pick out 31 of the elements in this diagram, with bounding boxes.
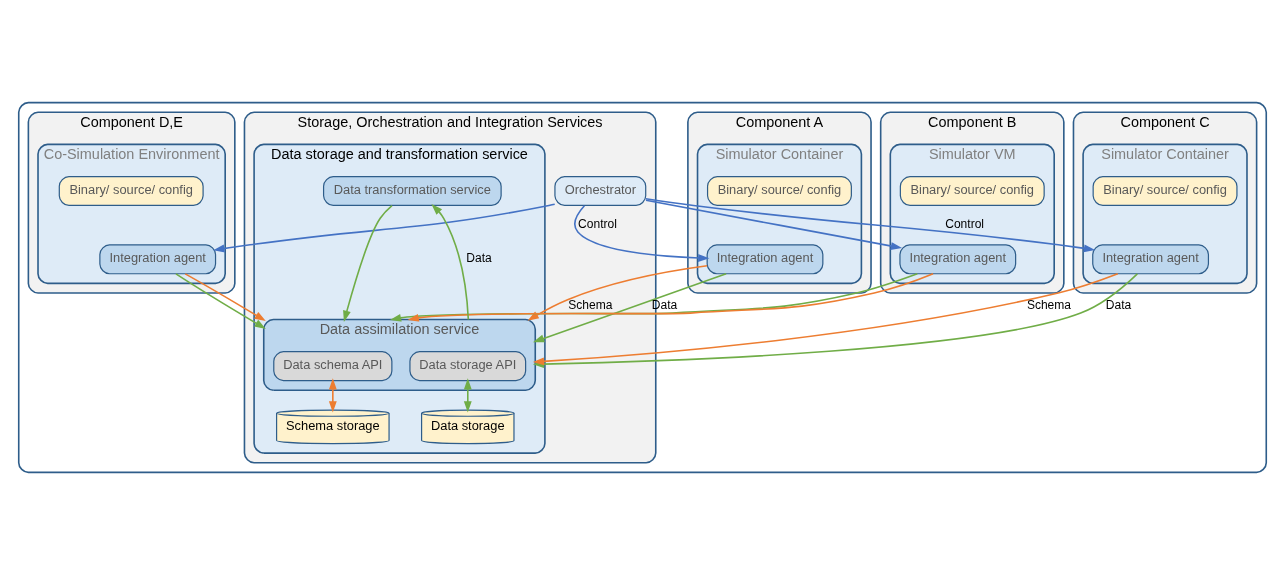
node-box: Data storage API bbox=[409, 351, 527, 382]
node-box: Binary/ source/ config bbox=[58, 175, 204, 207]
edge-label: Control bbox=[578, 216, 617, 231]
arrow bbox=[532, 273, 727, 343]
arrow bbox=[527, 264, 708, 321]
node-box: Orchestrator bbox=[554, 175, 647, 207]
arrow bbox=[343, 204, 393, 322]
edge-label: Schema bbox=[1026, 298, 1072, 313]
arrow bbox=[431, 203, 470, 321]
edge-label: Schema bbox=[568, 298, 613, 313]
node-box: Binary/ source/ config bbox=[899, 175, 1045, 207]
node-box: Binary/ source/ config bbox=[706, 175, 852, 207]
arrow bbox=[644, 198, 1096, 253]
edge-label: Data bbox=[466, 251, 492, 266]
node-box: Integration agent bbox=[899, 244, 1017, 275]
arrow bbox=[328, 378, 337, 413]
edge-label: Data bbox=[1105, 298, 1132, 313]
cluster bbox=[17, 101, 1268, 474]
node-box: Binary/ source/ config bbox=[1092, 175, 1238, 207]
edge-label: Control bbox=[945, 216, 985, 231]
arrow bbox=[463, 378, 472, 413]
node-box: Integration agent bbox=[706, 244, 824, 275]
arrow bbox=[213, 203, 556, 253]
arrow bbox=[574, 204, 710, 262]
arrow bbox=[175, 273, 266, 329]
arrow bbox=[645, 199, 903, 250]
node-box: Integration agent bbox=[1092, 244, 1210, 275]
node-box: Data schema API bbox=[273, 351, 393, 382]
node-box: Integration agent bbox=[99, 244, 217, 275]
node-box: Data transformation service bbox=[323, 175, 502, 207]
arrow bbox=[184, 273, 266, 322]
